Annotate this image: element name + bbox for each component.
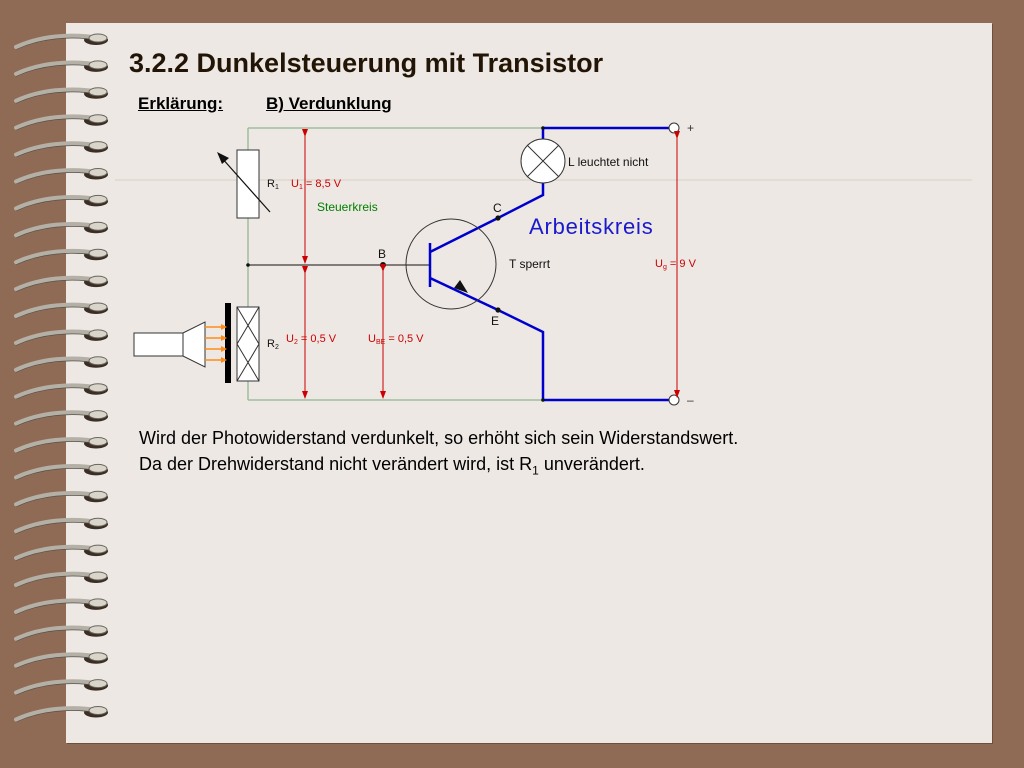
base-label: B [378,247,386,261]
light-source-icon [133,321,227,368]
binding-ring [14,275,108,292]
u2-label: U2 = 0,5 V [286,333,337,346]
binding-ring [14,329,108,346]
binding-ring [14,625,108,642]
binding-ring [14,490,108,507]
binding-ring [14,598,108,615]
binding-ring [14,706,108,723]
binding-ring [14,60,108,77]
lamp-status-label: L leuchtet nicht [568,155,649,169]
binding-ring [14,517,108,534]
binding-ring [14,168,108,185]
binding-ring [14,571,108,588]
subtitle-erklaerung: Erklärung: [138,94,224,113]
ug-label: Ug = 9 V [655,258,697,271]
terminal-plus [668,122,680,134]
explanation-line-2: Da der Drehwiderstand nicht verändert wi… [139,454,645,478]
binding-ring [14,302,108,319]
transistor-body [405,218,497,310]
binding-ring [14,544,108,561]
subtitle-verdunklung: B) Verdunklung [266,94,392,113]
control-circuit-wires [247,127,543,401]
binding-ring [14,33,108,50]
binding-ring [14,679,108,696]
binding-ring [14,383,108,400]
explanation-text: Wird der Photowiderstand verdunkelt, so … [139,425,738,484]
transistor-status-label: T sperrt [509,257,551,271]
r2-label: R2 [267,338,279,351]
work-circuit-wires [428,126,669,402]
binding-ring [14,194,108,212]
slide-page [66,23,992,743]
terminal-minus [668,394,680,406]
binding-ring [14,87,108,104]
collector-label: C [493,201,502,215]
binding-ring [14,437,108,454]
binding-ring [14,221,108,238]
emitter-arrow-icon [454,280,468,293]
steuerkreis-label: Steuerkreis [317,200,378,214]
base-node [380,262,386,268]
collector-node [495,215,501,221]
r1-label: R1 [267,178,279,191]
binding-ring [14,410,108,427]
photoresistor-r2 [225,303,260,383]
emitter-label: E [491,314,499,328]
variable-resistor-r1 [217,149,271,219]
binding-ring [14,114,108,131]
minus-label: – [687,393,694,407]
slide-title: 3.2.2 Dunkelsteuerung mit Transistor [129,48,604,78]
emitter-node [495,307,501,313]
arbeitskreis-label: Arbeitskreis [529,214,654,239]
binding-ring [14,248,108,265]
binding-ring [14,356,108,373]
u1-label: U1 = 8,5 V [291,178,342,191]
binding-ring [14,463,108,481]
spiral-binding [14,33,108,723]
binding-ring [14,141,108,158]
plus-label: + [687,121,694,135]
ube-label: UBE = 0,5 V [368,333,424,346]
lamp-icon [520,138,566,184]
binding-ring [14,652,108,669]
explanation-line-1: Wird der Photowiderstand verdunkelt, so … [139,428,739,448]
